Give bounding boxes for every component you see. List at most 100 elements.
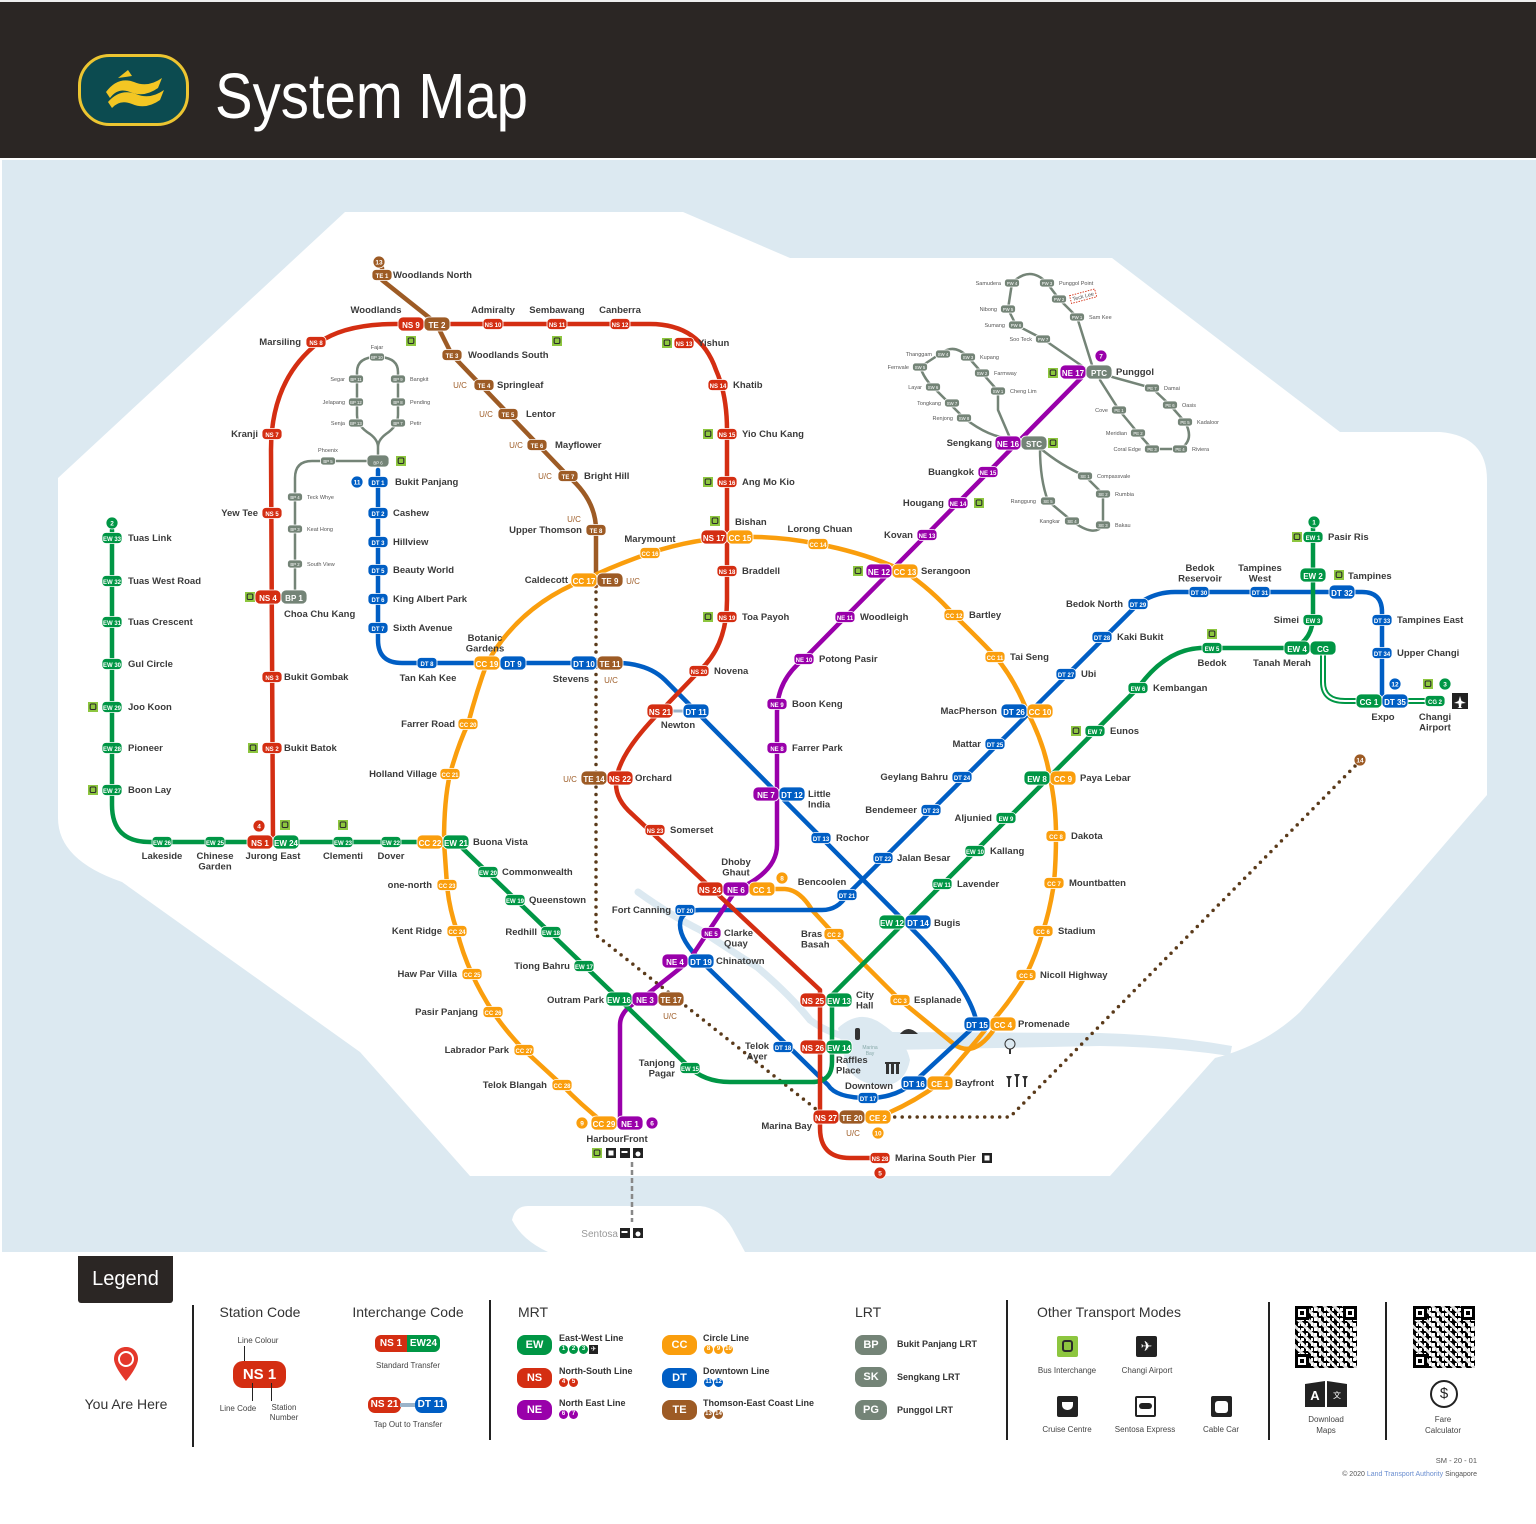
fare-calculator-icon[interactable]: $ (1430, 1380, 1458, 1408)
download-maps-qr-code[interactable] (1295, 1306, 1357, 1368)
station-bukit-panjang[interactable]: BP 6 (366, 454, 390, 468)
station-tampines[interactable]: DT 32 (1328, 584, 1356, 600)
fare-calculator-qr-code[interactable] (1413, 1306, 1475, 1368)
